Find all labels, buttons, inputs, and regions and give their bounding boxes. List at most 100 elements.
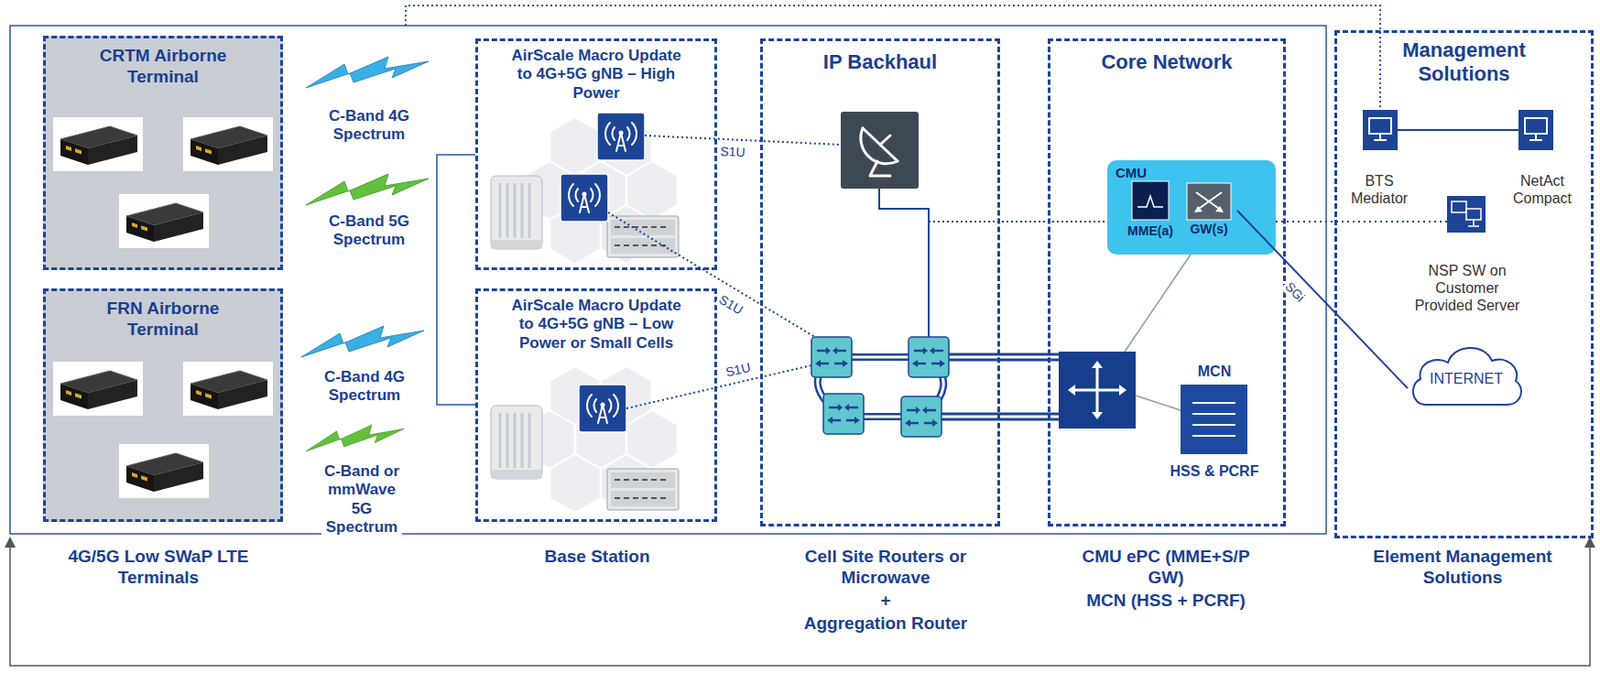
terminal-group-fill (43, 35, 283, 523)
terminal-device (119, 194, 209, 249)
terminal-group-fill (43, 35, 283, 271)
management-group: Management SolutionsBTS Mediator NetAct C… (1334, 30, 1594, 539)
gateway-symbol (1186, 183, 1231, 220)
aggregation-router (1067, 360, 1127, 420)
node-title: FRN Airborne Terminal (71, 298, 255, 341)
backhaul-wire (879, 188, 929, 338)
mme-symbol (1131, 181, 1169, 220)
caption-label: 4G/5G Low SWaP LTE Terminals (53, 546, 264, 589)
gateway-icon: GW(s) (1180, 179, 1238, 253)
backhaul-router (880, 135, 891, 145)
antenna-icon (560, 174, 609, 222)
cell-site-router (811, 337, 852, 378)
radio-unit (490, 175, 543, 250)
computer-symbol (1518, 109, 1554, 151)
node-title: NSP SW on Customer Provided Server (1408, 261, 1526, 316)
caption-label: + (867, 590, 904, 612)
cell-hexagon (523, 117, 677, 513)
gateway-symbol (1196, 192, 1222, 211)
caption-label: MCN (HSS + PCRF) (1065, 590, 1267, 612)
antenna-icon (578, 384, 627, 433)
base-station-group: AirScale Macro Update to 4G+5G gNB – Hig… (475, 38, 718, 271)
baseband-shelf (607, 468, 679, 511)
span-arrow (4, 536, 1596, 666)
node-title: Core Network (1056, 50, 1277, 75)
node-text: HSS & PCRF (1155, 462, 1274, 480)
caption-label: Cell Site Routers or Microwave (796, 546, 976, 589)
terminal-device (183, 117, 273, 172)
interface-label: S1U (718, 143, 748, 161)
antenna-icon (560, 112, 645, 433)
terminal-group: FRN Airborne Terminal (43, 288, 283, 523)
node-title: BTS Mediator (1342, 172, 1416, 207)
terminal-group-fill (43, 288, 283, 523)
cell-site-router (811, 337, 949, 437)
cmu-box: CMU MME(a)GW(s) (1107, 160, 1276, 255)
computer-symbol (1362, 109, 1398, 151)
gateway-symbol (1186, 183, 1231, 220)
management-wire (928, 220, 1108, 223)
spectrum-bolt (305, 56, 429, 88)
node-title: MCN (1155, 362, 1274, 381)
baseband-shelf (607, 216, 679, 258)
node-title: IP Backhaul (770, 50, 991, 75)
connector-stub (1406, 220, 1448, 223)
aggregation-link (941, 357, 1059, 417)
interface-label: S1U (722, 359, 754, 381)
terminal-device (53, 117, 273, 499)
s1u-link (626, 365, 812, 409)
radio-unit (490, 405, 543, 479)
spectrum-bolt (301, 326, 425, 358)
s1u-link (608, 135, 841, 409)
internet-cloud: INTERNET (1407, 337, 1525, 409)
server-icon: NSP SW on Customer Provided Server (1408, 192, 1526, 316)
cell-site-router (823, 393, 864, 435)
computer-symbol (1468, 219, 1480, 227)
antenna-icon (597, 112, 645, 161)
caption-label: Aggregation Router (784, 613, 987, 635)
caption-label: CMU ePC (MME+S/P GW) (1077, 546, 1256, 589)
terminal-device (53, 117, 143, 172)
connector (1275, 220, 1409, 223)
terminal-device (183, 361, 273, 416)
caption-label: Element Management Solutions (1364, 546, 1562, 589)
node-title: Management Solutions (1382, 38, 1547, 88)
backhaul-router (840, 111, 919, 189)
system-frame (10, 25, 1327, 534)
spectrum-bolt (301, 56, 429, 452)
node-title: NetAct Compact (1502, 172, 1583, 207)
backhaul-router (870, 161, 891, 176)
cell-site-router (901, 396, 942, 437)
core-group: Core NetworkCMU MME(a)GW(s) MCN HSS & PCRF (1047, 38, 1286, 527)
node-title: MME(a) (1122, 223, 1178, 240)
computer-symbol (1466, 208, 1481, 220)
caption-label: C-Band 4G Spectrum (318, 107, 420, 145)
computer-symbol (1451, 201, 1467, 213)
database-symbol (1192, 402, 1236, 436)
node-title: CMU (1115, 164, 1171, 182)
mme-icon: MME(a) (1122, 179, 1178, 253)
connector (1415, 129, 1503, 131)
spectrum-bolt (305, 174, 429, 206)
database-symbol (1180, 384, 1248, 455)
backhaul-router (840, 111, 919, 189)
node-title: CRTM Airborne Terminal (71, 45, 255, 88)
backhaul-router (860, 128, 898, 164)
computer-symbol (1447, 195, 1486, 233)
aggregation-router (1058, 351, 1136, 429)
base-station-group: AirScale Macro Update to 4G+5G gNB – Low… (475, 288, 718, 523)
node-title: AirScale Macro Update to 4G+5G gNB – Hig… (504, 46, 688, 103)
backhaul-router (862, 128, 898, 162)
terminal-group: CRTM Airborne Terminal (43, 35, 283, 271)
caption-label: Base Station (505, 546, 689, 568)
cell-hexagon (549, 454, 600, 513)
gateway-symbol (1194, 206, 1224, 213)
computer-icon: NetAct Compact (1502, 106, 1583, 215)
node-title: INTERNET (1407, 370, 1525, 388)
terminal-device (53, 361, 143, 416)
interface-label: S1U (714, 291, 747, 319)
aggregation-link (941, 357, 1059, 417)
mme-symbol (1137, 195, 1164, 207)
caption-label: C-Band 5G Spectrum (318, 212, 420, 251)
